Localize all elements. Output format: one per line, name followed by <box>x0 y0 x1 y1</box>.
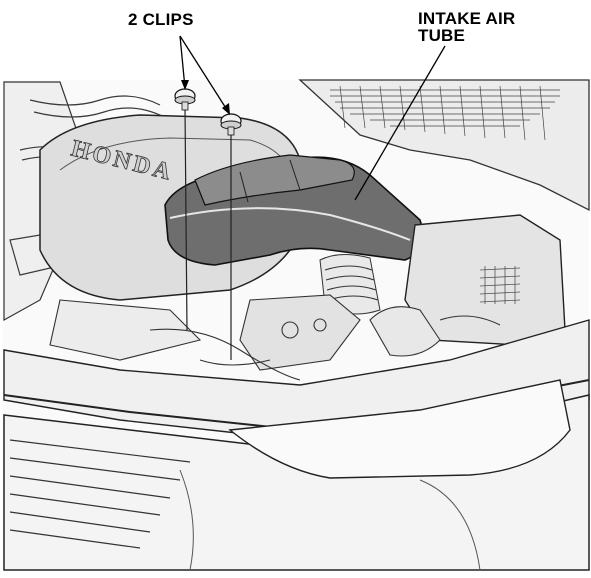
clips-leader-lines <box>179 35 230 114</box>
intake-air-tube-top <box>194 154 355 206</box>
air-cleaner-grid <box>479 266 521 304</box>
hood-vent-grid <box>330 85 560 141</box>
intake-air-tube-callout-label: INTAKE AIR TUBE <box>418 10 515 44</box>
hood-underside <box>298 79 590 212</box>
clips-arrowhead <box>222 103 230 115</box>
lower-grille <box>9 439 191 549</box>
engine-bay-components <box>49 294 501 381</box>
bumper-contour <box>179 469 481 571</box>
intake-air-tube-label-line1: INTAKE AIR <box>418 9 516 28</box>
clips-callout-label: 2 CLIPS <box>128 10 194 29</box>
clip-icon <box>174 88 196 331</box>
clip-icon <box>220 113 242 360</box>
clips-arrowhead <box>181 80 189 90</box>
intake-leader-line <box>354 45 446 201</box>
intake-air-tube-seam <box>239 159 301 203</box>
intake-air-tube-label-line2: TUBE <box>418 26 466 45</box>
intake-air-tube-band <box>169 207 411 241</box>
headlight <box>228 379 571 479</box>
